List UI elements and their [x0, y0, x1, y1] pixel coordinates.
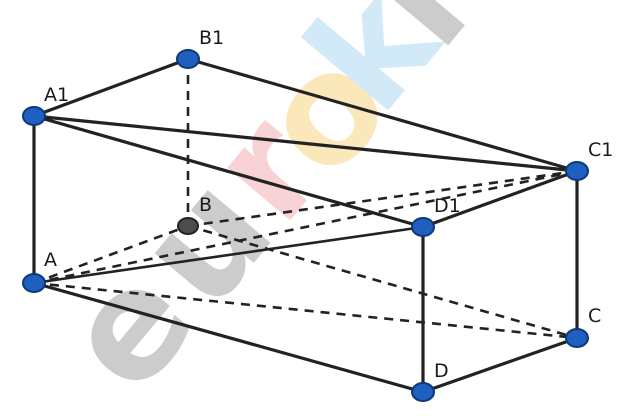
- label-d: D: [434, 360, 449, 382]
- label-b: B: [199, 194, 212, 216]
- edge-b-c: [187, 224, 578, 340]
- vertex-b: [177, 217, 199, 235]
- vertex-labels: A1 B1 C1 D1 A B C D: [44, 27, 613, 382]
- edge-a-d: [32, 281, 425, 394]
- edge-a1-b1: [32, 57, 190, 118]
- edge-a-d1: [32, 225, 425, 285]
- edge-a-c1: [33, 169, 578, 285]
- label-a: A: [44, 249, 57, 271]
- vertex-a1: [22, 106, 46, 126]
- vertex-c1: [565, 161, 589, 181]
- label-d1: D1: [434, 195, 461, 217]
- watermark: e u r o k i: [29, 0, 500, 418]
- vertex-b1: [176, 49, 200, 69]
- edge-c1-d1: [421, 169, 579, 229]
- label-b1: B1: [199, 27, 224, 49]
- edge-b1-c1: [186, 57, 579, 173]
- edge-d1-a1: [32, 114, 425, 229]
- label-c1: C1: [588, 139, 613, 161]
- vertices: [22, 49, 589, 402]
- edge-b-c1: [187, 169, 578, 228]
- label-a1: A1: [44, 84, 69, 106]
- edge-a-b: [33, 224, 189, 285]
- vertex-d1: [411, 217, 435, 237]
- hidden-edges: [33, 59, 578, 340]
- vertex-a: [22, 273, 46, 293]
- edge-a1-c1: [32, 114, 579, 173]
- label-c: C: [588, 305, 601, 327]
- vertex-c: [565, 328, 589, 348]
- edge-d-c: [421, 336, 579, 394]
- vertex-d: [411, 382, 435, 402]
- edge-a-c: [33, 281, 578, 340]
- visible-edges: [32, 57, 579, 394]
